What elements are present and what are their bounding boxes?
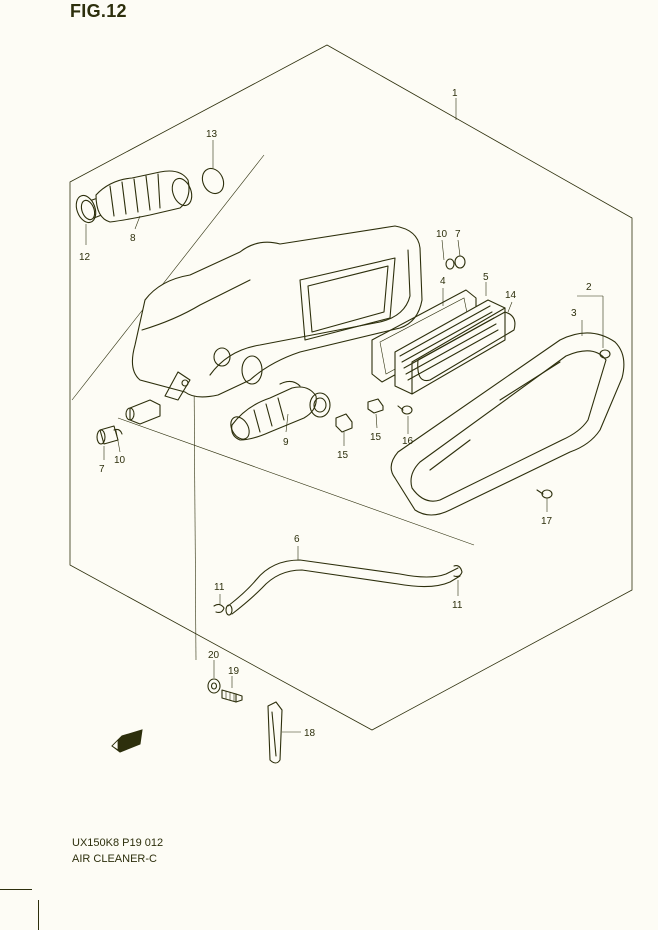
o-ring-part-13 [201, 167, 225, 195]
stand-rod [193, 374, 197, 661]
callout-11a: 11 [214, 582, 225, 593]
callout-15b: 15 [370, 432, 382, 443]
fwd-arrow-icon [111, 729, 143, 753]
drain-plug-holder [125, 399, 161, 425]
bolt-part-19 [221, 689, 243, 703]
callout-18: 18 [304, 728, 316, 739]
hose-clip-part-11-left [213, 603, 225, 614]
diagram-code: UX150K8 P19 012 [72, 837, 164, 849]
seal-part-14 [417, 311, 516, 382]
callout-labels: 1 2 3 4 5 6 7 7 8 9 10 10 11 11 12 13 14… [79, 88, 592, 739]
callout-10b: 10 [114, 455, 126, 466]
inlet-duct-part-8 [95, 170, 193, 223]
drain-plug-part-7-right [445, 255, 466, 270]
strap-part-18 [267, 701, 283, 764]
callout-9: 9 [283, 437, 289, 448]
corner-mark-horizontal [0, 889, 32, 890]
corner-mark-vertical [38, 900, 39, 930]
callout-11b: 11 [452, 600, 463, 611]
callout-3: 3 [571, 308, 577, 319]
callout-2: 2 [586, 282, 592, 293]
callout-14: 14 [505, 290, 517, 301]
hose-clip-part-11-right [453, 565, 463, 578]
screw-part-17 [536, 489, 553, 499]
callout-16: 16 [402, 436, 414, 447]
callout-8: 8 [130, 233, 136, 244]
rubber-block-part-15a [335, 413, 353, 433]
callout-17: 17 [541, 516, 553, 527]
callout-7b: 7 [99, 464, 105, 475]
hose-part-6 [227, 559, 459, 607]
diagram-name: AIR CLEANER-C [72, 853, 157, 865]
assembly-frame [69, 44, 633, 731]
outlet-duct-part-9 [230, 380, 331, 441]
hose-end-left [225, 604, 233, 616]
callout-15a: 15 [337, 450, 349, 461]
figure-title: FIG.12 [70, 1, 127, 21]
callout-13: 13 [206, 129, 218, 140]
callout-5: 5 [483, 272, 489, 283]
cover-part-2 [390, 332, 625, 516]
callout-1: 1 [452, 88, 458, 99]
callout-6: 6 [294, 534, 300, 545]
screw-part-16 [397, 405, 413, 415]
callout-19: 19 [228, 666, 240, 677]
callout-20: 20 [208, 650, 220, 661]
leader-lines [85, 98, 604, 733]
callout-7a: 7 [455, 229, 461, 240]
air-cleaner-case-part-1 [131, 225, 423, 401]
callout-4: 4 [440, 276, 446, 287]
callout-10a: 10 [436, 229, 448, 240]
bracket-plane [117, 417, 475, 546]
callout-12: 12 [79, 252, 91, 263]
washer-part-20 [207, 678, 221, 694]
rubber-block-part-15b [367, 398, 384, 414]
hose-part-6-outer [231, 569, 461, 615]
inlet-plane [71, 154, 265, 401]
